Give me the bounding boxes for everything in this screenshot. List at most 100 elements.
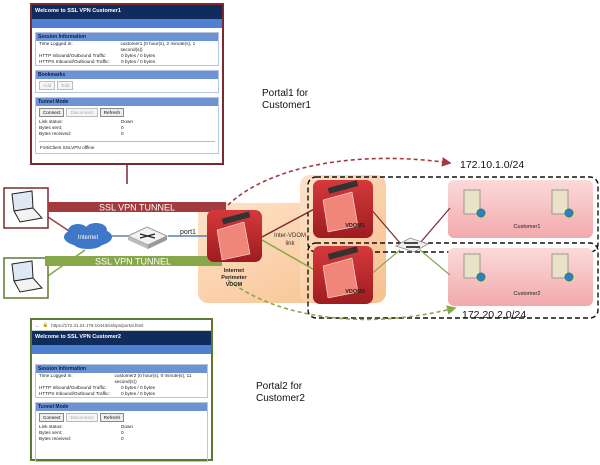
portal2-tunnel-section: Tunnel Mode Connect Disconnect Refresh L…: [35, 402, 208, 462]
info-label: HTTPS Inbound/Outbound Traffic:: [39, 59, 110, 64]
portal2-window: ← 🔒 https://172.31.24.176:10443/sslvpn/p…: [30, 318, 213, 462]
vdom1-firewall-icon: [313, 180, 373, 238]
perimeter-label-line2: Perimeter: [221, 275, 247, 281]
portal1-bookmarks-heading: Bookmarks: [36, 71, 218, 79]
port1-label: port1: [180, 229, 196, 236]
info-value: Down: [121, 424, 133, 429]
info-row: HTTPS Inbound/Outbound Traffic:0 bytes /…: [36, 391, 207, 397]
subnet-customer1: 172.10.1.0/24: [460, 159, 524, 171]
connect-button[interactable]: Connect: [39, 413, 65, 422]
portal2-caption-line1: Portal2 for: [256, 381, 303, 392]
subnet-customer2: 172.20.2.0/24: [462, 309, 526, 321]
perimeter-label-line3: VDOM: [226, 282, 243, 288]
portal1-banner: [32, 19, 222, 28]
info-label: Time Logged In:: [39, 41, 73, 46]
portal1-caption-line2: Customer1: [262, 100, 311, 111]
url-text[interactable]: https://172.31.24.176:10443/sslvpn/porta…: [51, 322, 144, 328]
portal2-tunnel-heading: Tunnel Mode: [36, 403, 207, 411]
info-row: Link status: Down: [36, 119, 218, 125]
portal2-address-bar[interactable]: ← 🔒 https://172.31.24.176:10443/sslvpn/p…: [32, 320, 211, 331]
intervdom-link-vdom1: [261, 206, 319, 238]
info-value: 0: [121, 436, 124, 441]
portal1-window: Welcome to SSL VPN Customer1 Session Inf…: [30, 3, 224, 165]
router-icon: [126, 226, 169, 249]
refresh-button[interactable]: Refresh: [99, 413, 125, 422]
disconnect-button[interactable]: Disconnect: [66, 413, 98, 422]
portal2-session-heading: Session Information: [36, 365, 207, 373]
portal1-bookmarks-section: Bookmarks Add Edit: [35, 70, 219, 93]
info-label: Link status:: [39, 119, 63, 124]
perimeter-firewall-icon: [207, 210, 262, 262]
back-arrow-icon[interactable]: ←: [35, 322, 40, 328]
info-row: Time Logged In: customer1 (0 hour(s), 2 m…: [36, 41, 218, 53]
refresh-button[interactable]: Refresh: [99, 108, 125, 117]
link-switch-customer1: [419, 207, 451, 244]
add-bookmark-button[interactable]: Add: [39, 81, 56, 90]
route-arrow-customer2: [227, 279, 457, 321]
portal1-session-section: Session Information Time Logged In: custo…: [35, 32, 219, 66]
portal1-caption-line1: Portal1 for: [262, 88, 309, 99]
ssl-vpn-tunnel-customer1: [48, 202, 226, 212]
connect-button[interactable]: Connect: [39, 108, 65, 117]
laptop-customer1-icon: [3, 187, 49, 229]
info-label: Bytes sent:: [39, 125, 63, 130]
info-row: HTTP Inbound/Outbound Traffic: 0 bytes / …: [36, 53, 218, 59]
info-value: 0 bytes / 0 bytes: [121, 385, 156, 390]
tunnel1-label: SSL VPN TUNNEL: [99, 203, 175, 213]
info-value: Down: [121, 119, 133, 124]
server-icon: [551, 189, 574, 218]
portal2-title: Welcome to SSL VPN Customer2: [32, 331, 211, 345]
customer2-lan-label: Customer2: [514, 291, 541, 297]
info-row: HTTP Inbound/Outbound Traffic: 0 bytes / …: [36, 385, 207, 391]
info-row: Time Logged In: customer2 (0 hour(s), 0 m…: [36, 373, 207, 385]
info-value: 0: [121, 125, 124, 130]
server-icon: [463, 253, 486, 282]
info-row: Bytes sent: 0: [36, 125, 218, 131]
edit-bookmark-button[interactable]: Edit: [57, 81, 74, 90]
lock-icon: 🔒: [42, 322, 49, 327]
customer1-lan-label: Customer1: [514, 224, 541, 230]
portal1-session-heading: Session Information: [36, 33, 218, 41]
info-row: Bytes received: 0: [36, 436, 207, 442]
link-switch-customer2: [419, 249, 451, 276]
info-row: Link status: Down: [36, 424, 207, 430]
vdom1-label: VDOM1: [345, 223, 365, 229]
info-row: Bytes received:0: [36, 131, 218, 137]
perimeter-label-line1: Internet: [224, 268, 244, 274]
portal1-title: Welcome to SSL VPN Customer1: [32, 5, 222, 19]
info-value: customer1 (0 hour(s), 2 minute(s), 1 sec…: [120, 41, 196, 52]
portal1-status-footer: FortiClient SSLVPN offline: [39, 141, 215, 153]
link-vdom2-switch: [369, 249, 401, 276]
route-arrow-customer1: [227, 157, 452, 206]
disconnect-button[interactable]: Disconnect: [66, 108, 98, 117]
internet-cloud-icon: [64, 223, 112, 249]
info-label: Bytes received:: [39, 436, 72, 441]
portal2-banner: [32, 345, 211, 354]
intervdom-label-line2: link: [285, 241, 295, 247]
laptop-customer2-icon: [3, 257, 49, 299]
info-label: HTTP Inbound/Outbound Traffic:: [39, 53, 107, 58]
info-value: customer2 (0 hour(s), 0 minute(s), 11 se…: [114, 373, 192, 384]
zone-customer1-boundary: [307, 176, 599, 253]
portal2-caption: Portal2 for Customer2: [256, 381, 305, 405]
info-value: 0 bytes / 0 bytes: [121, 53, 156, 58]
info-label: Time Logged In:: [39, 373, 73, 378]
vdom2-firewall-icon: [313, 246, 373, 304]
info-value: 0 bytes / 0 bytes: [121, 59, 156, 64]
info-label: Link status:: [39, 424, 63, 429]
link-vdom1-switch: [369, 207, 401, 244]
ssl-vpn-tunnel-customer2: [45, 256, 222, 266]
zone-customer2-boundary: [307, 242, 599, 319]
info-row: HTTPS Inbound/Outbound Traffic: 0 bytes /…: [36, 59, 218, 65]
info-value: 0 bytes / 0 bytes: [121, 391, 156, 396]
portal1-caption: Portal1 for Customer1: [262, 88, 311, 112]
info-label: Bytes sent:: [39, 430, 63, 435]
switch-icon: [395, 237, 429, 253]
intervdom-label-line1: Inter-VDOM: [274, 233, 306, 239]
server-icon: [551, 253, 574, 282]
internet-label: Internet: [78, 235, 99, 241]
info-value: 0: [121, 430, 124, 435]
info-label: HTTP Inbound/Outbound Traffic:: [39, 385, 107, 390]
tunnel2-label: SSL VPN TUNNEL: [95, 257, 171, 267]
